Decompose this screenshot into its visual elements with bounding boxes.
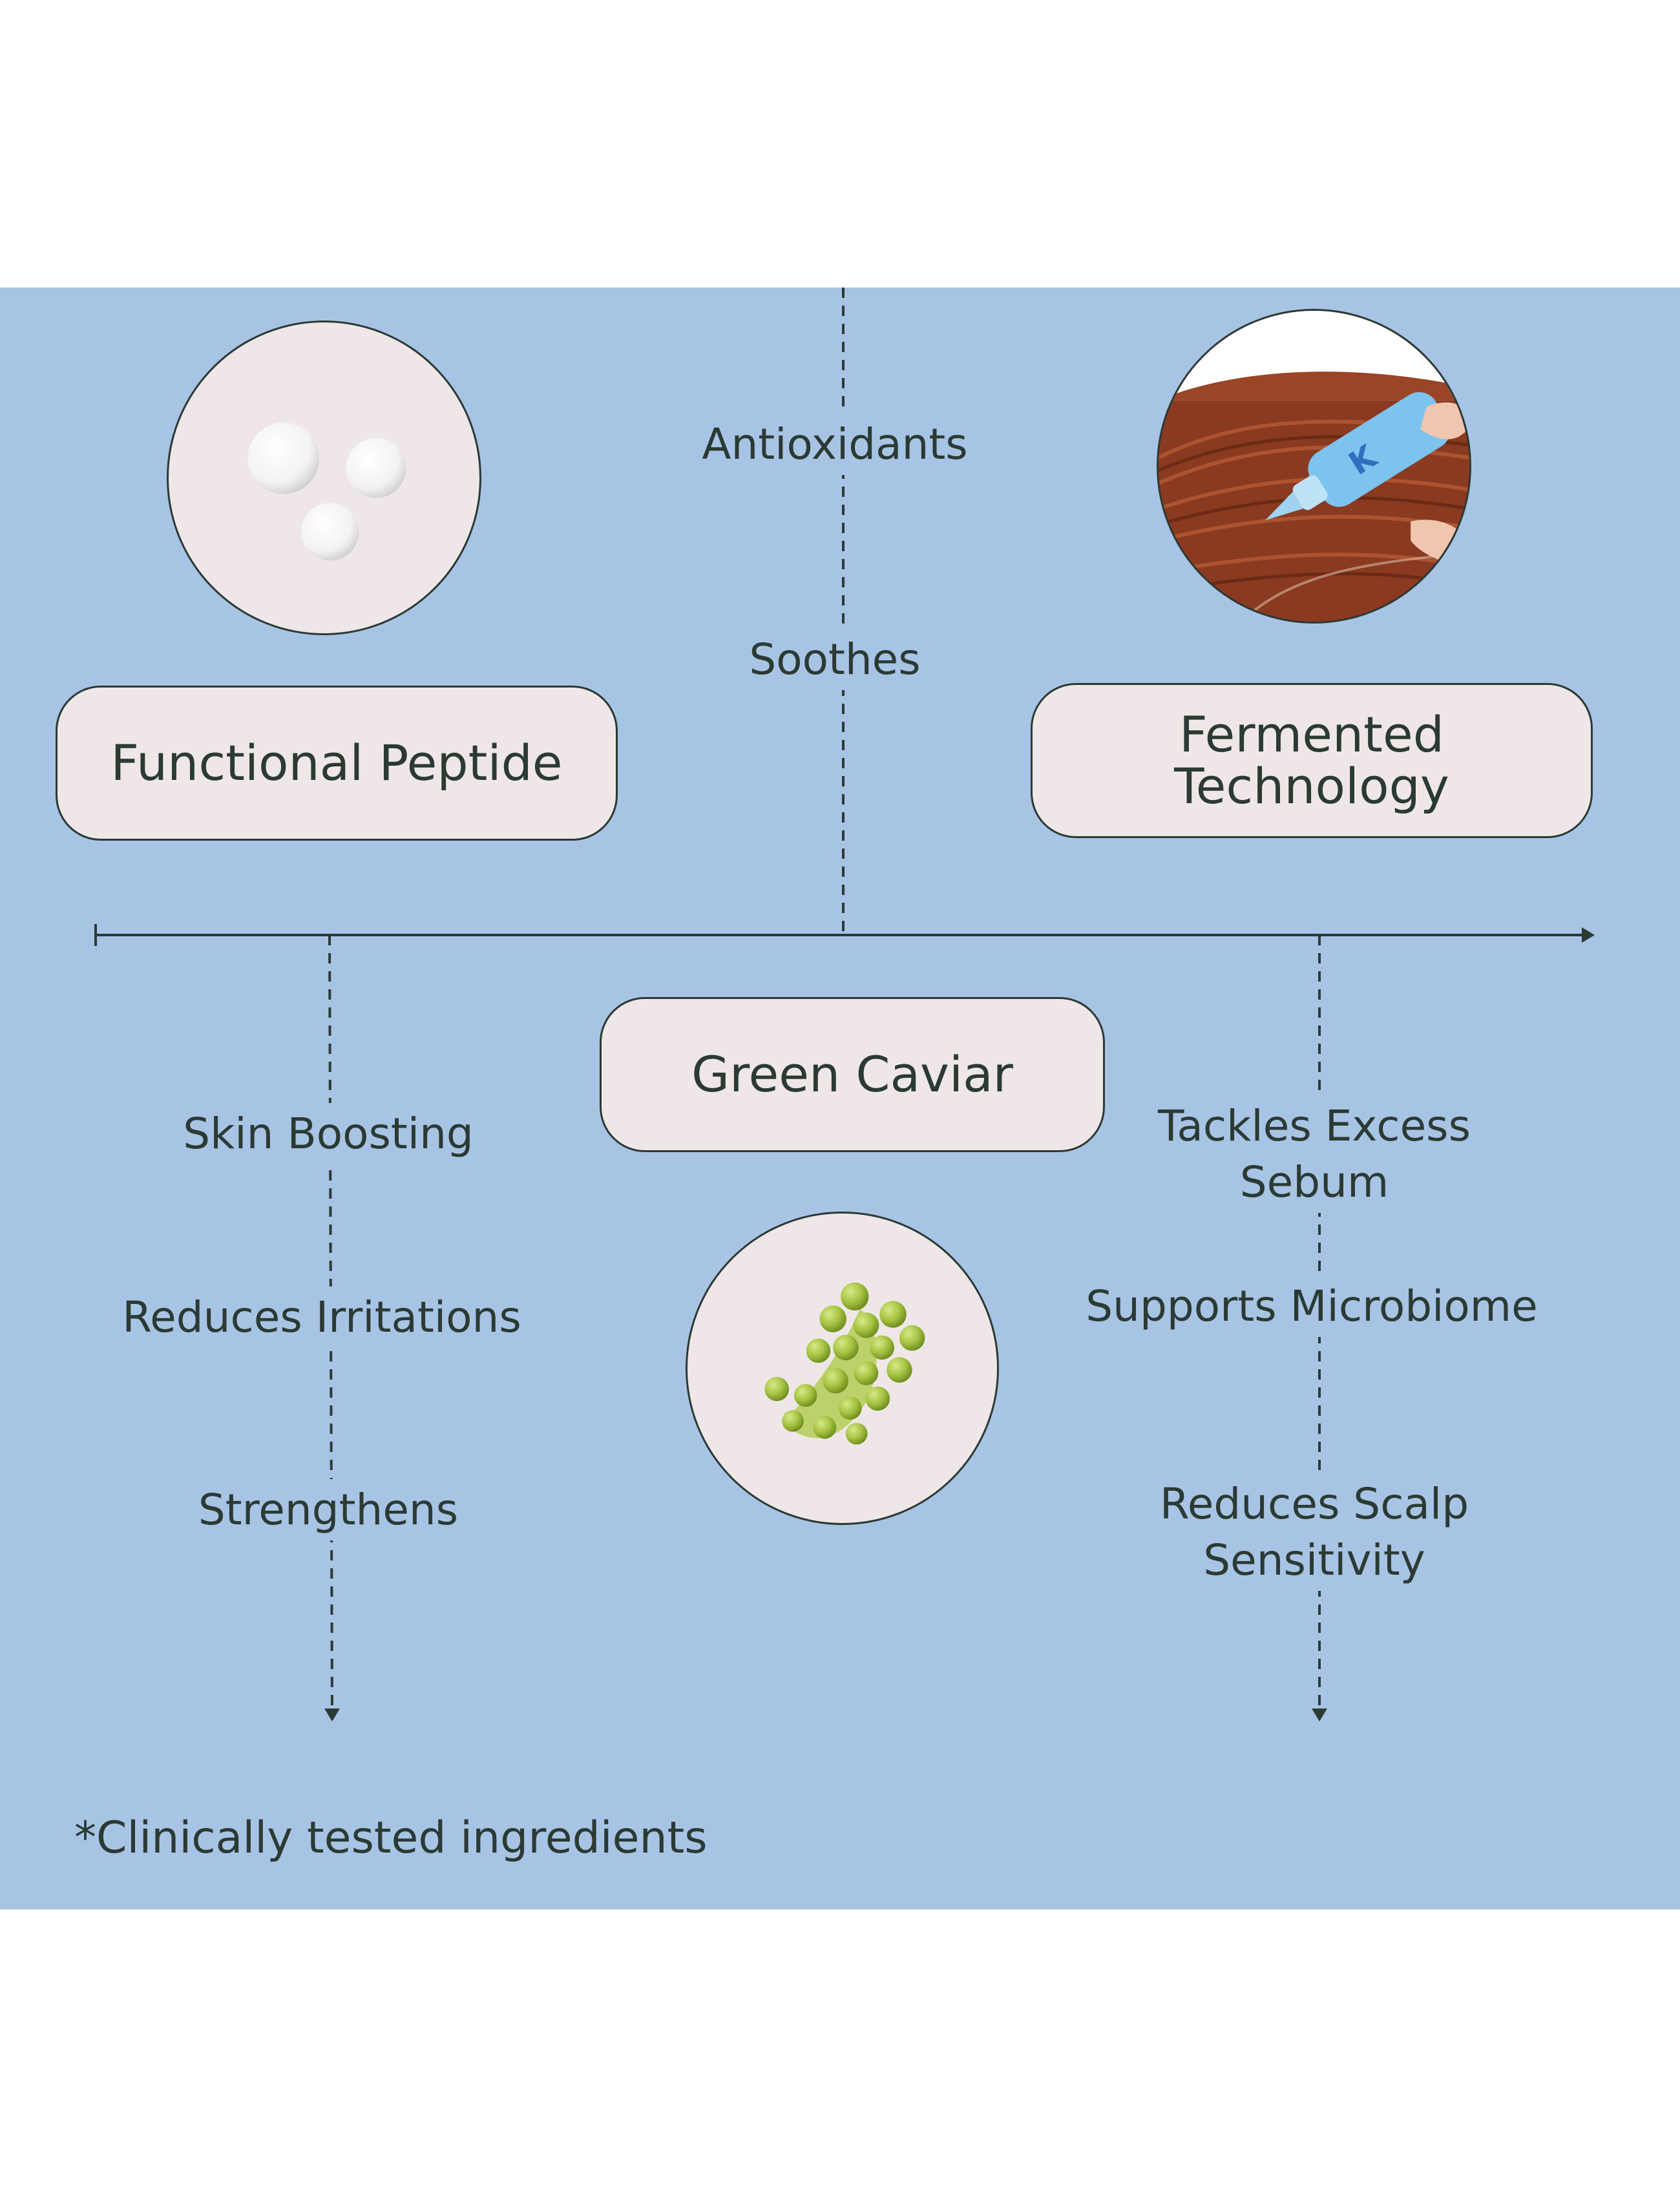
benefit-label-line: Reduces Scalp [1159, 1479, 1469, 1529]
benefit-label: Soothes [740, 629, 930, 690]
ingredient-name-line: Technology [1174, 757, 1449, 815]
ingredient-name-line: Fermented [1179, 706, 1444, 764]
benefit-label: Strengthens [189, 1479, 468, 1540]
benefit-label: Supports Microbiome [1076, 1276, 1547, 1337]
green-caviar-seaweed-icon [764, 1282, 925, 1445]
left-arrow-down-icon [324, 1708, 340, 1721]
ingredient-name: Green Caviar [691, 1046, 1013, 1104]
right-arrow-down-icon [1312, 1708, 1327, 1721]
benefit-label: Antioxidants [693, 414, 977, 475]
benefit-label: Reduces Irritations [113, 1287, 530, 1348]
footnote: *Clinically tested ingredients [74, 1813, 708, 1864]
benefit-label: Reduces Scalp Sensitivity [1150, 1473, 1478, 1591]
ingredient-pill-green-caviar: Green Caviar [600, 997, 1105, 1152]
benefit-label: Skin Boosting [174, 1103, 483, 1164]
ingredient-pill-functional-peptide: Functional Peptide [56, 686, 618, 841]
white-cream-droplets-icon [247, 423, 406, 561]
scalp-serum-application-icon: K [1159, 311, 1469, 622]
benefit-label-line: Tackles Excess [1158, 1101, 1471, 1151]
functional-peptide-image [167, 321, 481, 635]
timeline-arrow-icon [1582, 927, 1595, 943]
green-caviar-image [686, 1212, 999, 1525]
benefit-label: Tackles Excess Sebum [1149, 1095, 1480, 1213]
ingredient-pill-fermented-technology: Fermented Technology [1031, 683, 1593, 838]
ingredient-name: Functional Peptide [110, 734, 563, 792]
fermented-technology-image: K [1157, 309, 1471, 624]
benefit-label-line: Sebum [1239, 1157, 1389, 1207]
benefit-label-line: Sensitivity [1203, 1535, 1425, 1585]
